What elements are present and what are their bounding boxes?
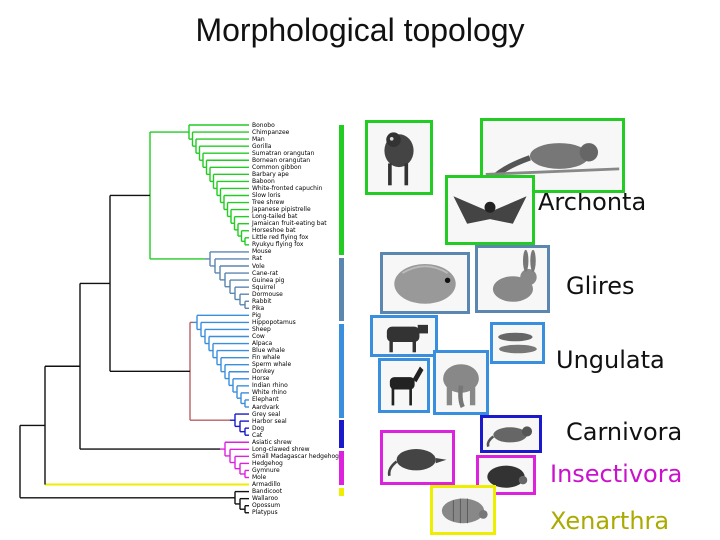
- taxon-label: Cat: [252, 431, 263, 439]
- taxon-label: Long-tailed bat: [252, 213, 298, 221]
- taxon-label: Sumatran orangutan: [252, 149, 315, 157]
- ungulata-bar: [339, 324, 344, 418]
- rabbit-photo: [475, 245, 550, 313]
- taxon-label: Sperm whale: [252, 361, 292, 369]
- taxon-label: Mouse: [252, 248, 272, 256]
- group-label-carnivora: Carnivora: [566, 418, 683, 446]
- taxon-label: Barbary ape: [252, 170, 289, 178]
- taxon-label: Long-clawed shrew: [252, 445, 310, 453]
- taxon-label: Rabbit: [252, 297, 272, 305]
- taxon-label: Donkey: [252, 368, 275, 376]
- page-title: Morphological topology: [195, 12, 525, 48]
- xenarthra-bar: [339, 488, 344, 496]
- taxon-label: Squirrel: [252, 283, 276, 291]
- taxon-label: Aardvark: [252, 403, 280, 411]
- taxon-label: Horse: [252, 375, 270, 383]
- taxon-label: Grey seal: [252, 410, 281, 418]
- taxon-label: Harbor seal: [252, 417, 287, 425]
- taxon-label: Small Madagascar hedgehog: [252, 452, 339, 460]
- horse-photo: [378, 358, 430, 413]
- taxon-label: Platypus: [252, 509, 278, 517]
- group-label-glires: Glires: [566, 272, 635, 300]
- glires-bar: [339, 258, 344, 321]
- taxon-label: Guinea pig: [252, 276, 285, 284]
- group-label-ungulata: Ungulata: [556, 346, 665, 374]
- taxon-label: Jamaican fruit-eating bat: [252, 220, 327, 228]
- taxon-label: Ryukyu flying fox: [252, 241, 304, 249]
- taxon-label: Dog: [252, 424, 265, 432]
- taxon-label: Asiatic shrew: [252, 438, 292, 446]
- taxon-label: Hedgehog: [252, 459, 283, 467]
- taxon-label: Chimpanzee: [252, 128, 290, 136]
- taxon-label: Tree shrew: [252, 199, 285, 207]
- bat-photo: [445, 175, 535, 245]
- taxon-label: Bornean orangutan: [252, 156, 311, 164]
- civet-photo: [480, 415, 542, 453]
- taxon-label: Alpaca: [252, 340, 273, 348]
- taxon-label: Horseshoe bat: [252, 227, 296, 235]
- elephant-photo: [433, 350, 489, 415]
- taxon-label: Slow loris: [252, 192, 281, 199]
- taxon-label: Pig: [252, 311, 261, 319]
- taxon-label: Bandicoot: [252, 488, 283, 496]
- group-label-xenarthra: Xenarthra: [550, 507, 670, 535]
- taxon-label: White-fronted capuchin: [252, 184, 323, 192]
- taxon-label: Hippopotamus: [252, 318, 296, 326]
- taxon-label: Little red flying fox: [252, 234, 309, 242]
- taxon-label: Dormouse: [252, 290, 283, 298]
- taxon-label: Bonobo: [252, 121, 275, 129]
- taxon-label: Sheep: [252, 325, 271, 333]
- taxon-label: Armadillo: [252, 481, 281, 489]
- taxon-label: Vole: [252, 262, 265, 270]
- guinea-pig-photo: [380, 252, 470, 314]
- whale-photo: [490, 322, 545, 364]
- taxon-label: Common gibbon: [252, 163, 302, 171]
- taxon-label: Blue whale: [252, 347, 285, 355]
- taxon-label: Indian rhino: [252, 382, 288, 390]
- carnivora-bar: [339, 420, 344, 448]
- cow-photo: [370, 315, 438, 357]
- taxon-label: Elephant: [252, 396, 279, 404]
- shrew-photo: [380, 430, 455, 485]
- taxon-label: Rat: [252, 255, 263, 263]
- taxon-label: Man: [252, 135, 265, 143]
- taxon-label: Gymnure: [252, 466, 280, 474]
- insectivora-bar: [339, 451, 344, 485]
- group-label-insectivora: Insectivora: [550, 460, 683, 488]
- taxon-label: Fin whale: [252, 354, 281, 362]
- taxon-label: Pika: [252, 304, 265, 312]
- taxon-label: Cane-rat: [252, 269, 279, 277]
- taxon-label: Wallaroo: [252, 495, 278, 503]
- archonta-bar: [339, 125, 344, 255]
- taxon-label: Gorilla: [252, 142, 272, 150]
- armadillo-photo: [430, 485, 496, 535]
- taxon-label: Japanese pipistrelle: [252, 206, 311, 214]
- taxon-label: White rhino: [252, 389, 287, 397]
- taxon-label: Cow: [252, 333, 265, 340]
- taxon-label: Baboon: [252, 177, 275, 185]
- taxon-label: Mole: [252, 474, 267, 481]
- primate-photo: [365, 120, 433, 195]
- taxon-label: Opossum: [252, 502, 281, 510]
